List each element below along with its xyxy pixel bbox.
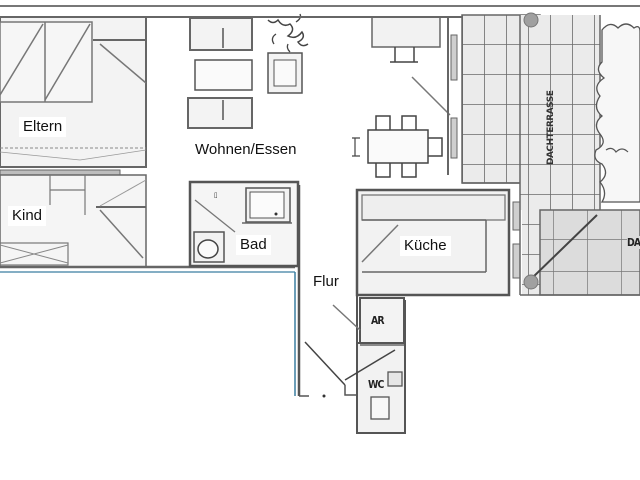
room-label-ar: AR [371,314,385,327]
dachterrasse [461,12,640,296]
room-label-bad: Bad [236,235,271,255]
room-label-dachterrasse: DACHTERRASSE [546,90,556,165]
room-label-kind: Kind [8,206,47,226]
room-label-wc: WC [368,378,384,391]
room-label-flur: Flur [309,272,343,292]
flur-area [299,295,406,434]
room-label-eltern: Eltern [19,117,67,137]
svg-text:▭: ▭ [212,192,220,199]
room-label-kueche: Küche [400,236,451,256]
eltern-room [0,16,147,168]
bad-room: ▭ [188,180,300,268]
dining-area [352,16,458,178]
room-label-dach-partial: DA [627,236,640,249]
room-label-wohnen-essen: Wohnen/Essen [191,140,301,160]
wohnen-essen-area [187,13,309,129]
